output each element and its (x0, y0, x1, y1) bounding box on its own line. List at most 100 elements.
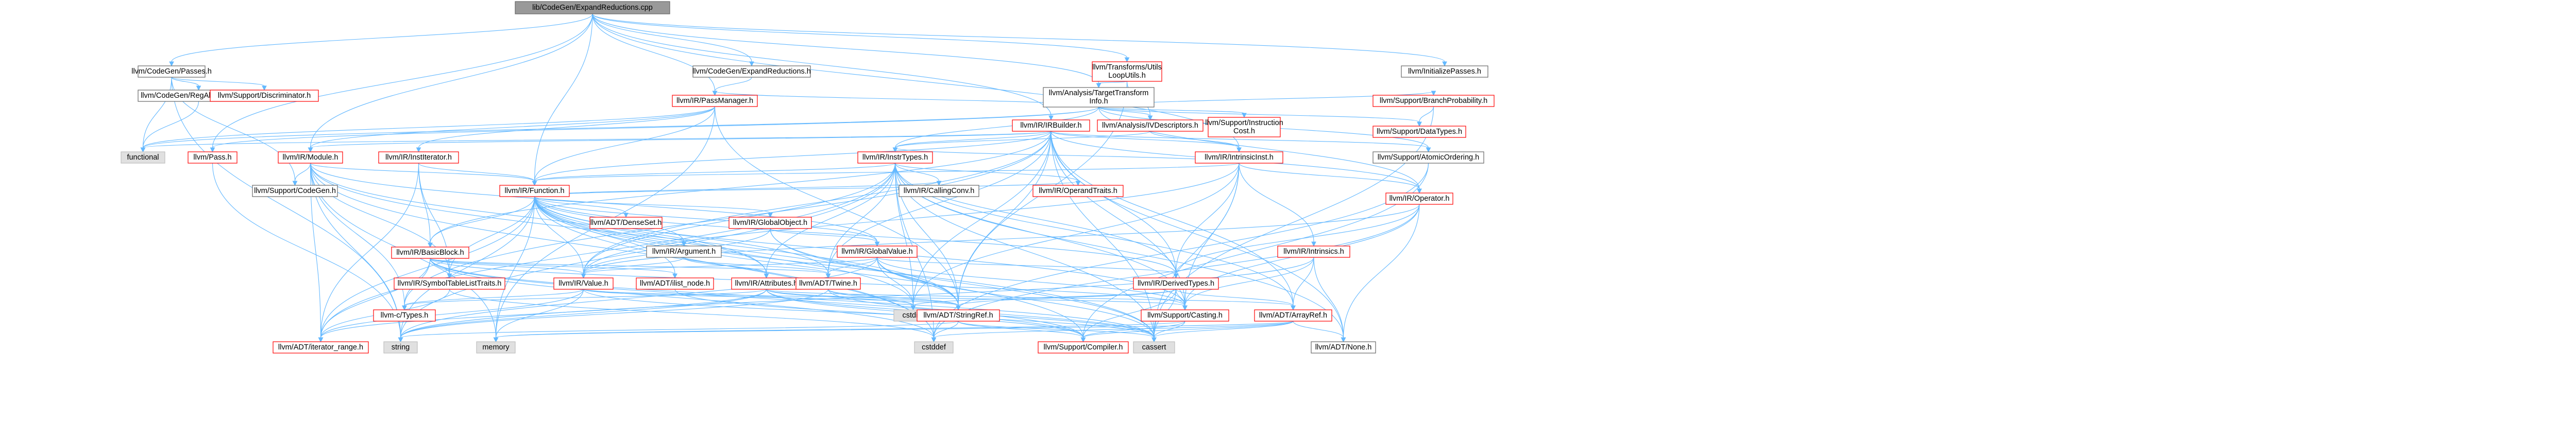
edges-layer (140, 13, 1447, 343)
node-support-branchprob[interactable]: llvm/Support/BranchProbability.h (1372, 95, 1495, 107)
node-ir-function[interactable]: llvm/IR/Function.h (499, 185, 570, 197)
node-support-casting[interactable]: llvm/Support/Casting.h (1141, 309, 1229, 322)
node-functional[interactable]: functional (121, 151, 165, 164)
edge-adt_arrayref-to-adt_none (1293, 321, 1346, 343)
node-ir-operator[interactable]: llvm/IR/Operator.h (1385, 192, 1453, 205)
node-adt-denseset[interactable]: llvm/ADT/DenseSet.h (589, 217, 663, 229)
node-ir-institerator[interactable]: llvm/IR/InstIterator.h (378, 151, 459, 164)
node-label: llvm/Analysis/TargetTransform (1049, 89, 1149, 97)
edge-ir_derivedtypes-to-adt_stringref (956, 289, 1177, 311)
edge-transforms_loopfutils-to-analysis_tti (1096, 81, 1128, 89)
node-box (795, 277, 861, 290)
node-string[interactable]: string (383, 341, 418, 354)
node-ir-symboltablelisttraits[interactable]: llvm/IR/SymbolTableListTraits.h (394, 277, 505, 290)
node-box (1097, 119, 1204, 132)
node-pass-h[interactable]: llvm/Pass.h (188, 151, 238, 164)
node-initializepasses[interactable]: llvm/InitializePasses.h (1401, 65, 1488, 78)
node-label: llvm/Support/AtomicOrdering.h (1378, 153, 1479, 162)
edge-ir_intrinsicinst-to-ir_intrinsics (1239, 163, 1316, 247)
node-label: llvm/InitializePasses.h (1408, 67, 1481, 76)
edge-ir_function-to-ir_callingconv (534, 181, 942, 197)
edge-ir_insttypes-to-ir_callingconv (894, 163, 942, 186)
node-label: llvm/ADT/Twine.h (799, 279, 857, 288)
node-box (553, 277, 614, 290)
node-ir-operandtraits[interactable]: llvm/IR/OperandTraits.h (1032, 185, 1124, 197)
edge-ir_passmanager-to-functional (140, 106, 716, 153)
node-box (914, 341, 954, 354)
node-ir-basicblock[interactable]: llvm/IR/BasicBlock.h (391, 247, 469, 259)
node-label: llvm/IR/GlobalObject.h (733, 219, 807, 227)
node-label: llvm/IR/OperandTraits.h (1039, 187, 1117, 195)
node-support-datatypes[interactable]: llvm/Support/DataTypes.h (1372, 126, 1466, 138)
node-label: Info.h (1089, 97, 1108, 106)
node-ir-insttypes[interactable]: llvm/IR/InstrTypes.h (857, 151, 933, 164)
node-cstddef[interactable]: cstddef (914, 341, 954, 354)
edge-ir_passmanager-to-ir_module (308, 106, 716, 153)
node-adt-iterator-range[interactable]: llvm/ADT/iterator_range.h (273, 341, 369, 354)
edge-ir_function-to-memory (493, 196, 535, 343)
node-ir-module[interactable]: llvm/IR/Module.h (278, 151, 343, 164)
node-adt-none[interactable]: llvm/ADT/None.h (1311, 341, 1376, 354)
node-label: llvm/Support/Instruction (1205, 119, 1283, 127)
node-box (1092, 61, 1162, 82)
node-box (476, 341, 516, 354)
node-box (1012, 119, 1090, 132)
node-box (1372, 95, 1495, 107)
node-ir-intrinsicinst[interactable]: llvm/IR/IntrinsicInst.h (1195, 151, 1283, 164)
node-box (1043, 87, 1155, 108)
node-label: llvm/CodeGen/Passes.h (131, 67, 212, 76)
node-adt-twine[interactable]: llvm/ADT/Twine.h (795, 277, 861, 290)
node-ir-attributes[interactable]: llvm/IR/Attributes.h (731, 277, 802, 290)
node-adt-ilist-node[interactable]: llvm/ADT/ilist_node.h (636, 277, 714, 290)
node-ir-callingconv[interactable]: llvm/IR/CallingConv.h (899, 185, 979, 197)
node-ir-irbuilder[interactable]: llvm/IR/IRBuilder.h (1012, 119, 1090, 132)
node-label: cassert (1142, 343, 1166, 352)
node-ir-value[interactable]: llvm/IR/Value.h (553, 277, 614, 290)
node-box (837, 245, 918, 258)
node-llvm-c-types[interactable]: llvm-c/Types.h (373, 309, 436, 322)
node-label: llvm/Transforms/Utils (1092, 63, 1162, 72)
node-box (692, 65, 811, 78)
node-codegen-expandreductions[interactable]: llvm/CodeGen/ExpandReductions.h (692, 65, 811, 78)
node-memory[interactable]: memory (476, 341, 516, 354)
node-support-atomicordering[interactable]: llvm/Support/AtomicOrdering.h (1372, 151, 1484, 164)
node-ir-globalobject[interactable]: llvm/IR/GlobalObject.h (728, 217, 812, 229)
edge-ir_institerator-to-ir_basicblock (418, 163, 433, 248)
node-box (1133, 341, 1175, 354)
node-box (1208, 117, 1281, 137)
edge-ir_attributes-to-adt_iterator_range (318, 289, 767, 343)
node-ir-argument[interactable]: llvm/IR/Argument.h (646, 245, 722, 258)
node-ir-globalvalue[interactable]: llvm/IR/GlobalValue.h (837, 245, 918, 258)
node-box (394, 277, 505, 290)
node-cassert[interactable]: cassert (1133, 341, 1175, 354)
node-ir-derivedtypes[interactable]: llvm/IR/DerivedTypes.h (1133, 277, 1219, 290)
edge-ir_function-to-adt_denseset (534, 196, 629, 218)
edge-adt_stringref-to-cstddef (931, 321, 959, 343)
node-adt-stringref[interactable]: llvm/ADT/StringRef.h (917, 309, 1000, 322)
node-box (391, 247, 469, 259)
node-adt-arrayref[interactable]: llvm/ADT/ArrayRef.h (1254, 309, 1332, 322)
node-support-compiler[interactable]: llvm/Support/Compiler.h (1038, 341, 1129, 354)
node-box (1038, 341, 1129, 354)
edge-ir_intrinsics-to-adt_none (1313, 257, 1346, 343)
node-box (210, 90, 319, 102)
node-label: llvm/IR/IntrinsicInst.h (1205, 153, 1274, 162)
node-analysis-ivdescriptors[interactable]: llvm/Analysis/IVDescriptors.h (1097, 119, 1204, 132)
node-codegen-passes[interactable]: llvm/CodeGen/Passes.h (131, 65, 212, 78)
node-ir-intrinsics[interactable]: llvm/IR/Intrinsics.h (1277, 245, 1350, 258)
node-box (1133, 277, 1219, 290)
node-box (917, 309, 1000, 322)
node-label: cstddef (922, 343, 946, 352)
edge-support_branchprob-to-support_datatypes (1417, 106, 1434, 127)
node-support-discriminator[interactable]: llvm/Support/Discriminator.h (210, 90, 319, 102)
node-support-codegen[interactable]: llvm/Support/CodeGen.h (252, 185, 338, 197)
nodes-layer: lib/CodeGen/ExpandReductions.cpp llvm/Cod… (121, 1, 1495, 354)
node-root[interactable]: lib/CodeGen/ExpandReductions.cpp (515, 1, 670, 14)
edge-codegen_passes-to-functional (140, 77, 172, 153)
node-ir-passmanager[interactable]: llvm/IR/PassManager.h (672, 95, 758, 107)
edge-root-to-transforms_loopfutils (592, 13, 1130, 63)
edge-ir_irbuilder-to-ir_derivedtypes (1050, 131, 1179, 279)
